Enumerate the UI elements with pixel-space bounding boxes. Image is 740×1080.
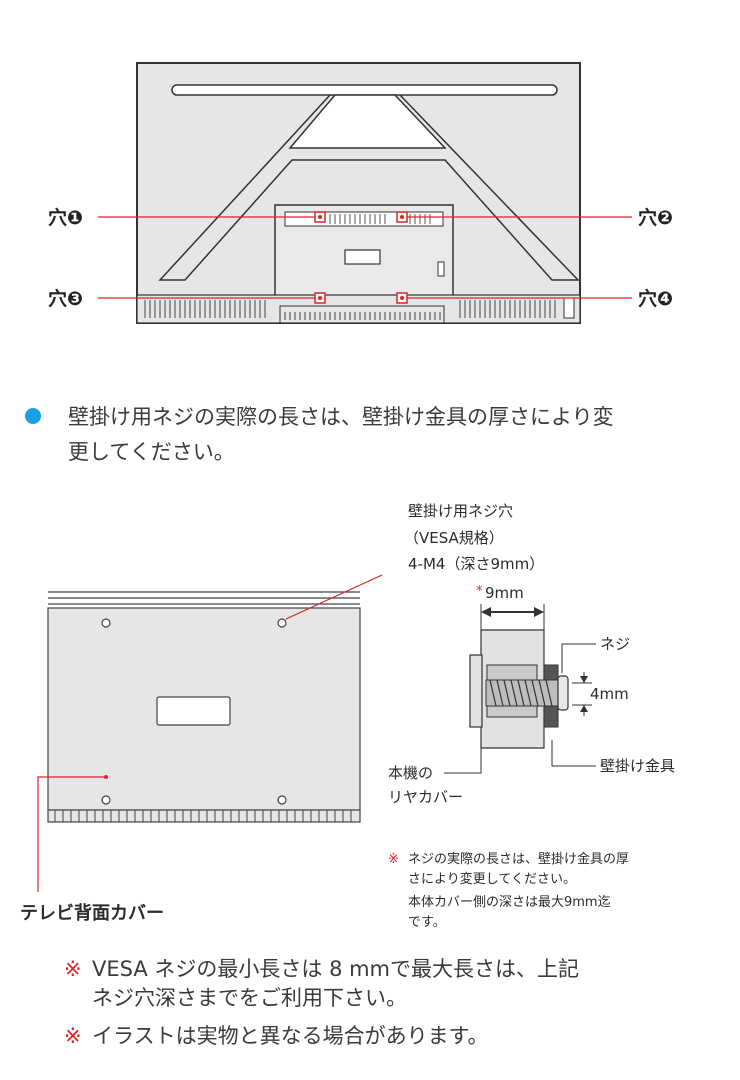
footer-mark-1: ※ [64,957,82,981]
hole-1-label: 穴❶ [48,206,83,229]
footer-line-2: イラストは実物と異なる場合があります。 [92,1024,488,1048]
footer-mark-2: ※ [64,1024,82,1048]
back-cover-closeup [37,574,383,892]
main-note-line1: 壁掛け用ネジの実際の長さは、壁掛け金具の厚さにより変 [68,405,614,429]
hole-3-label: 穴❸ [48,287,83,310]
detail-note-line3: 本体カバー側の深さは最大9mm迄 [408,895,611,910]
hole-4-label: 穴❹ [638,287,673,310]
screw-hole-label-3: 4-M4（深さ9mm） [408,555,544,573]
screw-hole-label-1: 壁掛け用ネジ穴 [408,502,513,520]
tv-back-view [136,62,581,324]
hole-markers [98,211,632,304]
bullet-icon [25,408,41,424]
gap-label: 4mm [590,685,629,703]
cover-label-2: リヤカバー [388,788,463,806]
footer-line-1a: VESA ネジの最小長さは 8 mmで最大長さは、上記 [92,957,579,981]
depth-mark: * [476,584,483,599]
detail-note-line1: ネジの実際の長さは、壁掛け金具の厚 [408,851,629,867]
detail-note-mark: ※ [388,852,399,867]
screw-cross-section [444,604,596,774]
screw-label: ネジ [600,635,630,653]
cover-label-1: 本機の [388,764,433,782]
screw-hole-label-2: （VESA規格） [404,529,504,547]
depth-value: 9mm [485,584,524,602]
main-note-line2: 更してください。 [68,440,235,464]
detail-note-line2: さにより変更してください。 [408,871,576,887]
bracket-label: 壁掛け金具 [600,757,675,775]
hole-2-label: 穴❷ [638,206,673,229]
footer-line-1b: ネジ穴深さまでをご利用下さい。 [92,986,407,1010]
detail-note-line4: です。 [408,915,446,930]
tv-back-cover-label: テレビ背面カバー [20,902,164,924]
